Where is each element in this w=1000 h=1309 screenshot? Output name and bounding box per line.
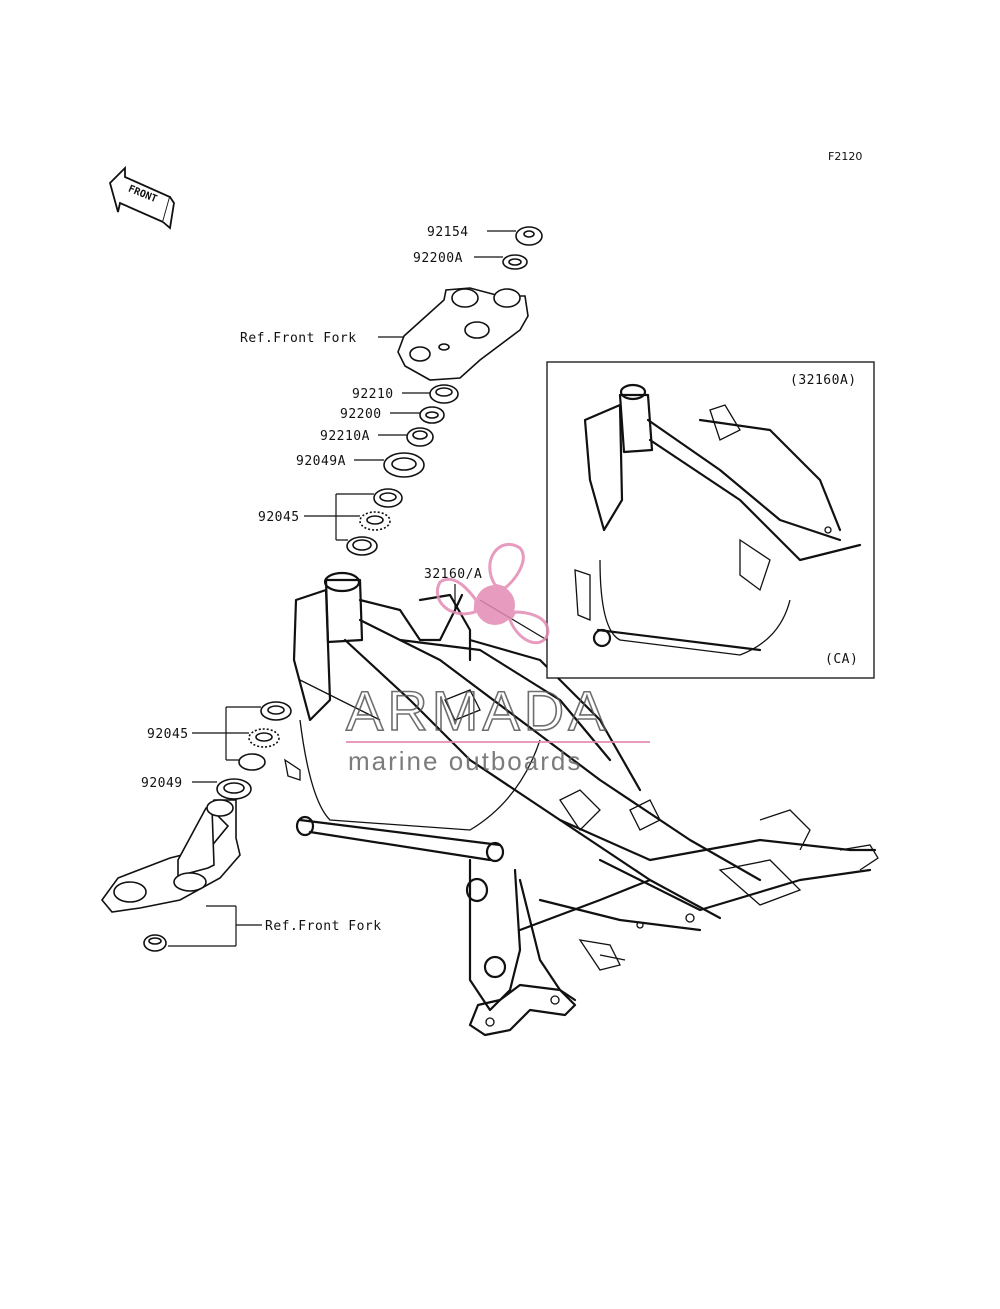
callout-92210A: 92210A: [320, 429, 370, 444]
callout-92200: 92200: [340, 407, 382, 422]
callout-92049: 92049: [141, 776, 183, 791]
front-arrow-icon: FRONT: [108, 165, 175, 230]
inset-part-label: (32160A): [790, 373, 857, 388]
callout-92200A: 92200A: [413, 251, 463, 266]
callout-92210: 92210: [352, 387, 394, 402]
callout-92045-top: 92045: [258, 510, 300, 525]
callout-92049A: 92049A: [296, 454, 346, 469]
figure-code: F2120: [828, 150, 862, 163]
upper-triple-clamp: [397, 287, 529, 381]
watermark-tagline: marine outboards: [348, 746, 582, 776]
watermark-brand: ARMADA: [346, 679, 610, 742]
seal-92049A: [383, 452, 425, 478]
washer-92200A: [502, 254, 528, 270]
cap-92154: [515, 226, 543, 246]
nut-92210: [429, 384, 459, 404]
callout-ref-front-fork-bottom: Ref.Front Fork: [265, 919, 382, 934]
stem-nut: [143, 934, 167, 952]
nut-92210A: [406, 427, 434, 447]
seal-92049: [216, 778, 252, 800]
callout-92154: 92154: [427, 225, 469, 240]
watermark: ARMADA marine outboards: [345, 542, 650, 776]
lower-triple-clamp: [100, 799, 241, 913]
washer-92200: [419, 406, 445, 424]
bearing-92045-bottom: [238, 701, 292, 771]
inset-variant-label: (CA): [825, 652, 858, 667]
bearing-92045-top: [346, 488, 403, 556]
main-frame: [284, 571, 879, 1037]
callout-ref-front-fork-top: Ref.Front Fork: [240, 331, 357, 346]
callouts: 92154 92200A Ref.Front Fork 92210 92200 …: [141, 225, 516, 947]
inset-panel: (32160A) (CA): [479, 361, 875, 679]
callout-32160: 32160/A: [424, 567, 482, 582]
callout-92045-bottom: 92045: [147, 727, 189, 742]
propeller-logo-icon: [436, 542, 550, 645]
